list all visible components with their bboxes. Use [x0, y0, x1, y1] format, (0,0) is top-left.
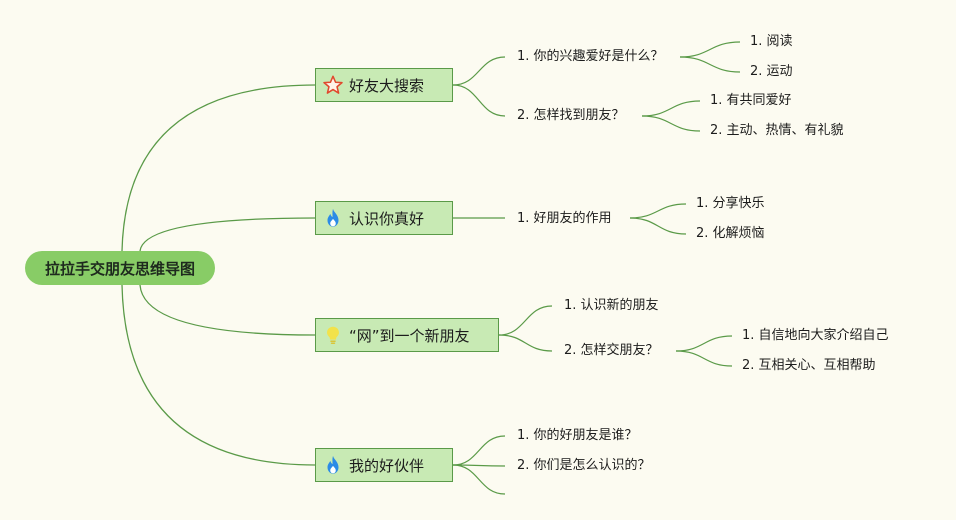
- connector-branch-topic: [452, 435, 506, 466]
- topic-meet-new-friends[interactable]: 1. 认识新的朋友: [564, 298, 659, 313]
- connector-branch-topic: [498, 305, 553, 336]
- subtopic-self-intro[interactable]: 1. 自信地向大家介绍自己: [742, 328, 889, 343]
- connector-topic-subtopic: [679, 41, 741, 58]
- connector-topic-subtopic: [641, 100, 701, 117]
- lightbulb-icon: [327, 326, 339, 344]
- subtopic-common-hobby[interactable]: 1. 有共同爱好: [710, 93, 792, 108]
- branch-label: “网”到一个新朋友: [349, 326, 470, 345]
- subtopic-mutual-help[interactable]: 2. 互相关心、互相帮助: [742, 358, 876, 373]
- subtopic-share-joy[interactable]: 1. 分享快乐: [696, 196, 765, 211]
- connector-topic-subtopic: [675, 350, 733, 367]
- connector-branch-topic: [452, 56, 506, 86]
- branch-node-good-partner[interactable]: 我的好伙伴: [315, 448, 453, 482]
- connector-branch-topic: [452, 84, 506, 117]
- flame-icon: [327, 455, 339, 474]
- root-node[interactable]: 拉拉手交朋友思维导图: [25, 251, 215, 285]
- connector-topic-subtopic: [679, 56, 741, 73]
- topic-find-friends[interactable]: 2. 怎样找到朋友？: [517, 108, 625, 123]
- branch-node-nice-to-meet[interactable]: 认识你真好: [315, 201, 453, 235]
- topic-how-to-make-friends[interactable]: 2. 怎样交朋友？: [564, 343, 659, 358]
- branch-label: 我的好伙伴: [349, 456, 425, 475]
- subtopic-polite[interactable]: 2. 主动、热情、有礼貌: [710, 123, 844, 138]
- connector-root-branch: [121, 284, 316, 466]
- subtopic-sports[interactable]: 2. 运动: [750, 64, 793, 79]
- connector-root-branch: [121, 84, 316, 252]
- branch-label: 好友大搜索: [349, 76, 425, 95]
- branch-label: 认识你真好: [349, 209, 425, 228]
- subtopic-resolve-worries[interactable]: 2. 化解烦恼: [696, 226, 765, 241]
- connector-topic-subtopic: [629, 217, 687, 235]
- connector-topic-subtopic: [629, 203, 687, 219]
- topic-how-met[interactable]: 2. 你们是怎么认识的？: [517, 458, 651, 473]
- topic-hobby[interactable]: 1. 你的兴趣爱好是什么？: [517, 49, 664, 64]
- flame-icon: [327, 208, 339, 227]
- connector-branch-topic: [452, 464, 506, 495]
- connector-topic-subtopic: [675, 335, 733, 352]
- connector-root-branch: [139, 284, 316, 336]
- branch-node-search[interactable]: 好友大搜索: [315, 68, 453, 102]
- branch-node-new-friend[interactable]: “网”到一个新朋友: [315, 318, 499, 352]
- connector-branch-topic: [498, 334, 553, 352]
- topic-who-is-friend[interactable]: 1. 你的好朋友是谁？: [517, 428, 638, 443]
- connector-topic-subtopic: [641, 115, 701, 132]
- subtopic-reading[interactable]: 1. 阅读: [750, 34, 793, 49]
- star-icon: [323, 75, 343, 94]
- connector-root-branch: [139, 217, 316, 252]
- topic-friend-role[interactable]: 1. 好朋友的作用: [517, 211, 612, 226]
